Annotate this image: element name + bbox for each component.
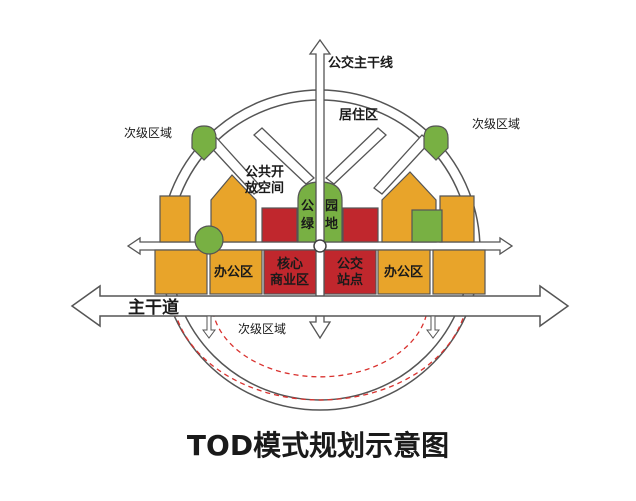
label-office-right: 办公区 xyxy=(384,264,423,280)
green-circle xyxy=(194,225,224,255)
dashed-inner-arc xyxy=(212,311,428,378)
label-main-road: 主干道 xyxy=(128,297,179,318)
upper-blocks xyxy=(159,171,475,243)
down-arrows xyxy=(202,315,440,339)
label-residential: 居住区 xyxy=(339,107,378,123)
label-park-1: 公 xyxy=(301,199,314,214)
block-office-left xyxy=(209,249,263,295)
station-dot xyxy=(313,239,327,253)
label-park-2: 园 xyxy=(325,199,338,214)
block-core xyxy=(263,249,319,295)
label-station-2: 站点 xyxy=(337,272,363,288)
secondary-node-left xyxy=(191,125,217,161)
green-square xyxy=(411,209,443,243)
lower-blocks xyxy=(154,249,486,295)
label-secondary-bottom: 次级区域 xyxy=(238,322,286,336)
label-park-4: 地 xyxy=(325,216,338,232)
block-far-left xyxy=(154,249,208,295)
bus-trunk-line xyxy=(308,38,332,340)
left-tall-block xyxy=(210,174,257,243)
block-far-right xyxy=(432,249,486,295)
label-bus-line: 公交主干线 xyxy=(328,55,393,71)
left-step-block xyxy=(159,195,191,243)
main-road xyxy=(70,284,570,328)
label-station-1: 公交 xyxy=(337,256,363,272)
label-public-space-2: 放空间 xyxy=(244,180,284,196)
diagram-title: TOD模式规划示意图 xyxy=(187,429,449,462)
label-core-2: 商业区 xyxy=(270,272,309,288)
label-park-3: 绿 xyxy=(301,216,315,232)
diagonal-roads xyxy=(205,127,431,195)
label-public-space-1: 公共开 xyxy=(245,164,284,180)
right-step-block xyxy=(439,195,475,243)
label-secondary-right: 次级区域 xyxy=(472,117,520,131)
dashed-outer-arc xyxy=(174,311,466,401)
block-office-right xyxy=(377,249,431,295)
secondary-node-right xyxy=(423,125,449,161)
label-secondary-left: 次级区域 xyxy=(124,126,172,140)
red-block-right xyxy=(342,207,379,243)
label-core-1: 核心 xyxy=(277,256,303,272)
red-block-left xyxy=(261,207,298,243)
label-office-left: 办公区 xyxy=(214,264,253,280)
